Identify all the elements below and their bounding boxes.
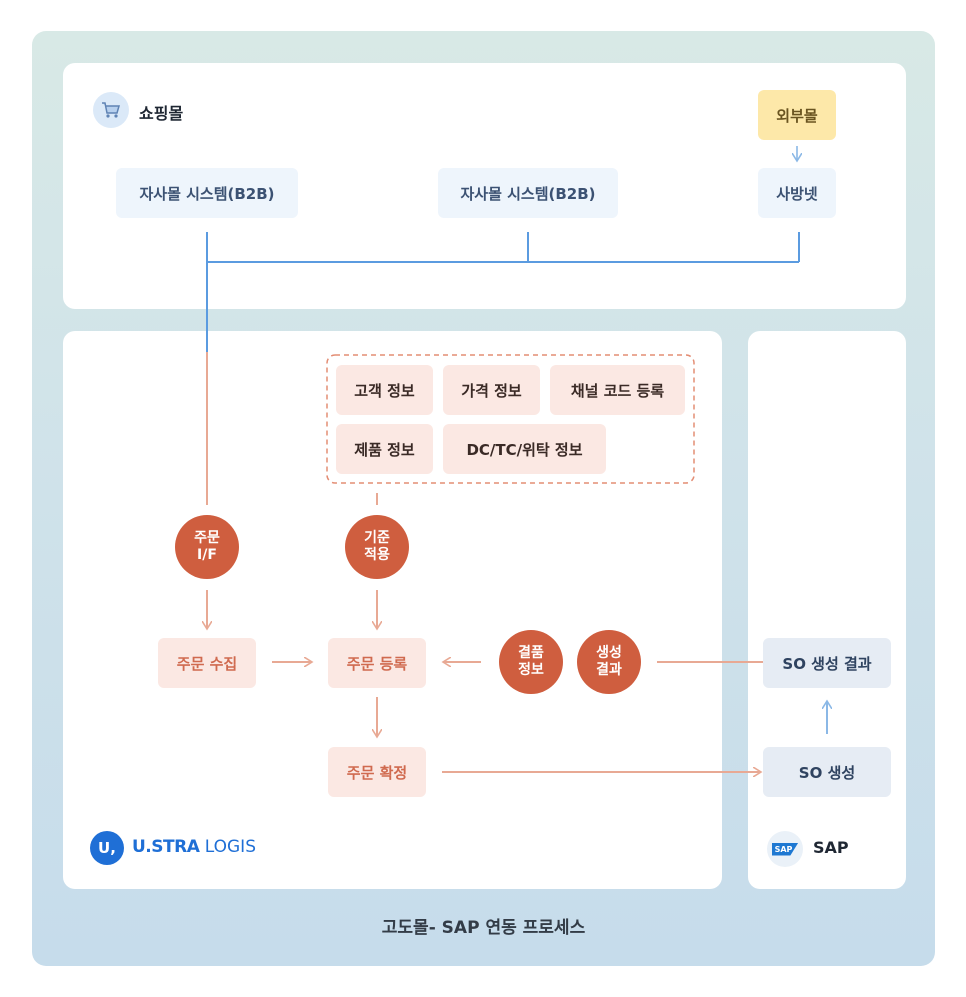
sabangnet-box: 사방넷: [758, 168, 836, 218]
sap-label: SAP: [813, 838, 849, 857]
shortage-info-circle: 결품 정보: [499, 630, 563, 694]
ustra-logo-name: U.STRA: [132, 837, 200, 857]
ustra-logo-text: U.STRA LOGIS: [132, 837, 256, 857]
creation-result-circle: 생성 결과: [577, 630, 641, 694]
ustra-logo-sub: LOGIS: [204, 837, 256, 857]
external-mall-box: 외부몰: [758, 90, 836, 140]
product-info-box: 제품 정보: [336, 424, 433, 474]
ustra-logo-mark: U,: [98, 839, 116, 857]
master-data-frame: [326, 354, 695, 484]
so-result-box: SO 생성 결과: [763, 638, 891, 688]
customer-info-box: 고객 정보: [336, 365, 433, 415]
channel-code-box: 채널 코드 등록: [550, 365, 685, 415]
diagram-title: 고도몰- SAP 연동 프로세스: [381, 918, 586, 938]
order-register-box: 주문 등록: [328, 638, 426, 688]
dc-tc-info-box: DC/TC/위탁 정보: [443, 424, 606, 474]
shopping-mall-label: 쇼핑몰: [139, 104, 184, 123]
standard-apply-circle: 기준 적용: [345, 515, 409, 579]
so-create-box: SO 생성: [763, 747, 891, 797]
own-mall-system-2: 자사몰 시스템(B2B): [438, 168, 618, 218]
own-mall-system-1: 자사몰 시스템(B2B): [116, 168, 298, 218]
mall-connector: [206, 232, 800, 352]
order-if-circle: 주문 I/F: [175, 515, 239, 579]
order-confirm-box: 주문 확정: [328, 747, 426, 797]
order-collect-box: 주문 수집: [158, 638, 256, 688]
ustra-logo-icon: U,: [90, 831, 124, 865]
shopping-cart-icon: [93, 92, 129, 128]
price-info-box: 가격 정보: [443, 365, 540, 415]
sap-logo-icon: SAP: [767, 831, 803, 867]
sap-logo-mark: SAP: [771, 842, 799, 856]
